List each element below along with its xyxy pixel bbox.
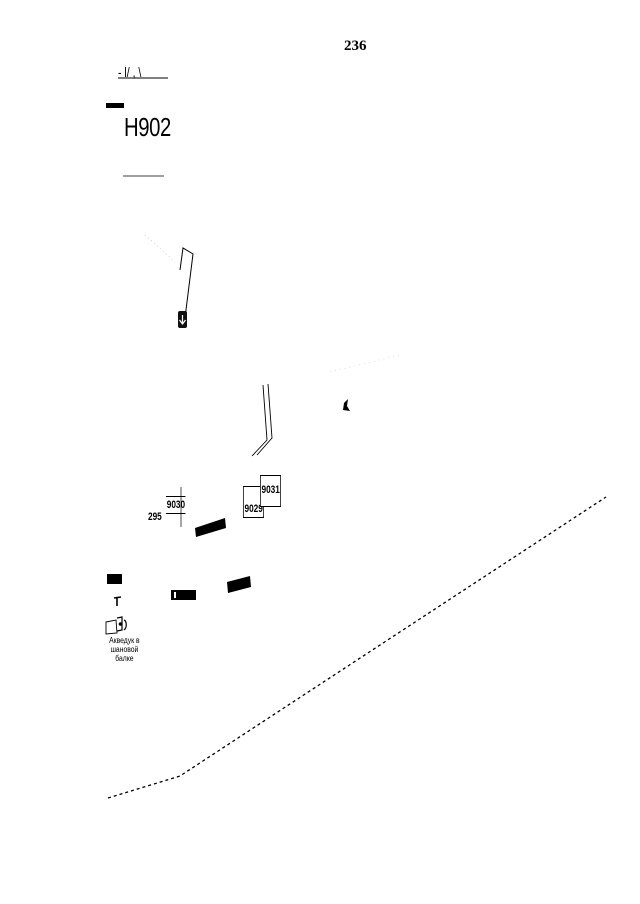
black-block-2 <box>107 574 122 584</box>
boundary-dashed-line <box>107 496 607 799</box>
aqueduct-icon <box>105 619 118 635</box>
road-double-line-2 <box>256 383 273 456</box>
sheet-label: H902 <box>124 112 171 142</box>
aqueduct-caption: Акведук в шановой балке <box>109 636 140 663</box>
black-bar-marker <box>106 103 124 108</box>
small-symbol-icon <box>343 399 350 411</box>
marker-arrow-icon <box>179 315 186 325</box>
top-scribble-text: - l/ , \ <box>118 64 142 80</box>
parcel-number-295: 295 <box>148 511 162 523</box>
parcel-number-9031: 9031 <box>260 475 282 507</box>
faint-trail-east <box>329 354 401 373</box>
black-block-3-notch <box>174 592 176 598</box>
black-block-4 <box>227 576 251 593</box>
aqueduct-icon-dot <box>118 622 123 626</box>
road-double-line-1 <box>251 384 268 457</box>
path-line <box>179 247 194 319</box>
faint-trail <box>144 234 176 263</box>
page-number: 236 <box>344 38 367 54</box>
small-mark-1 <box>113 596 122 606</box>
black-block-1 <box>195 518 226 537</box>
parcel-number-9029: 9029 <box>243 486 265 518</box>
black-block-3 <box>171 590 196 600</box>
